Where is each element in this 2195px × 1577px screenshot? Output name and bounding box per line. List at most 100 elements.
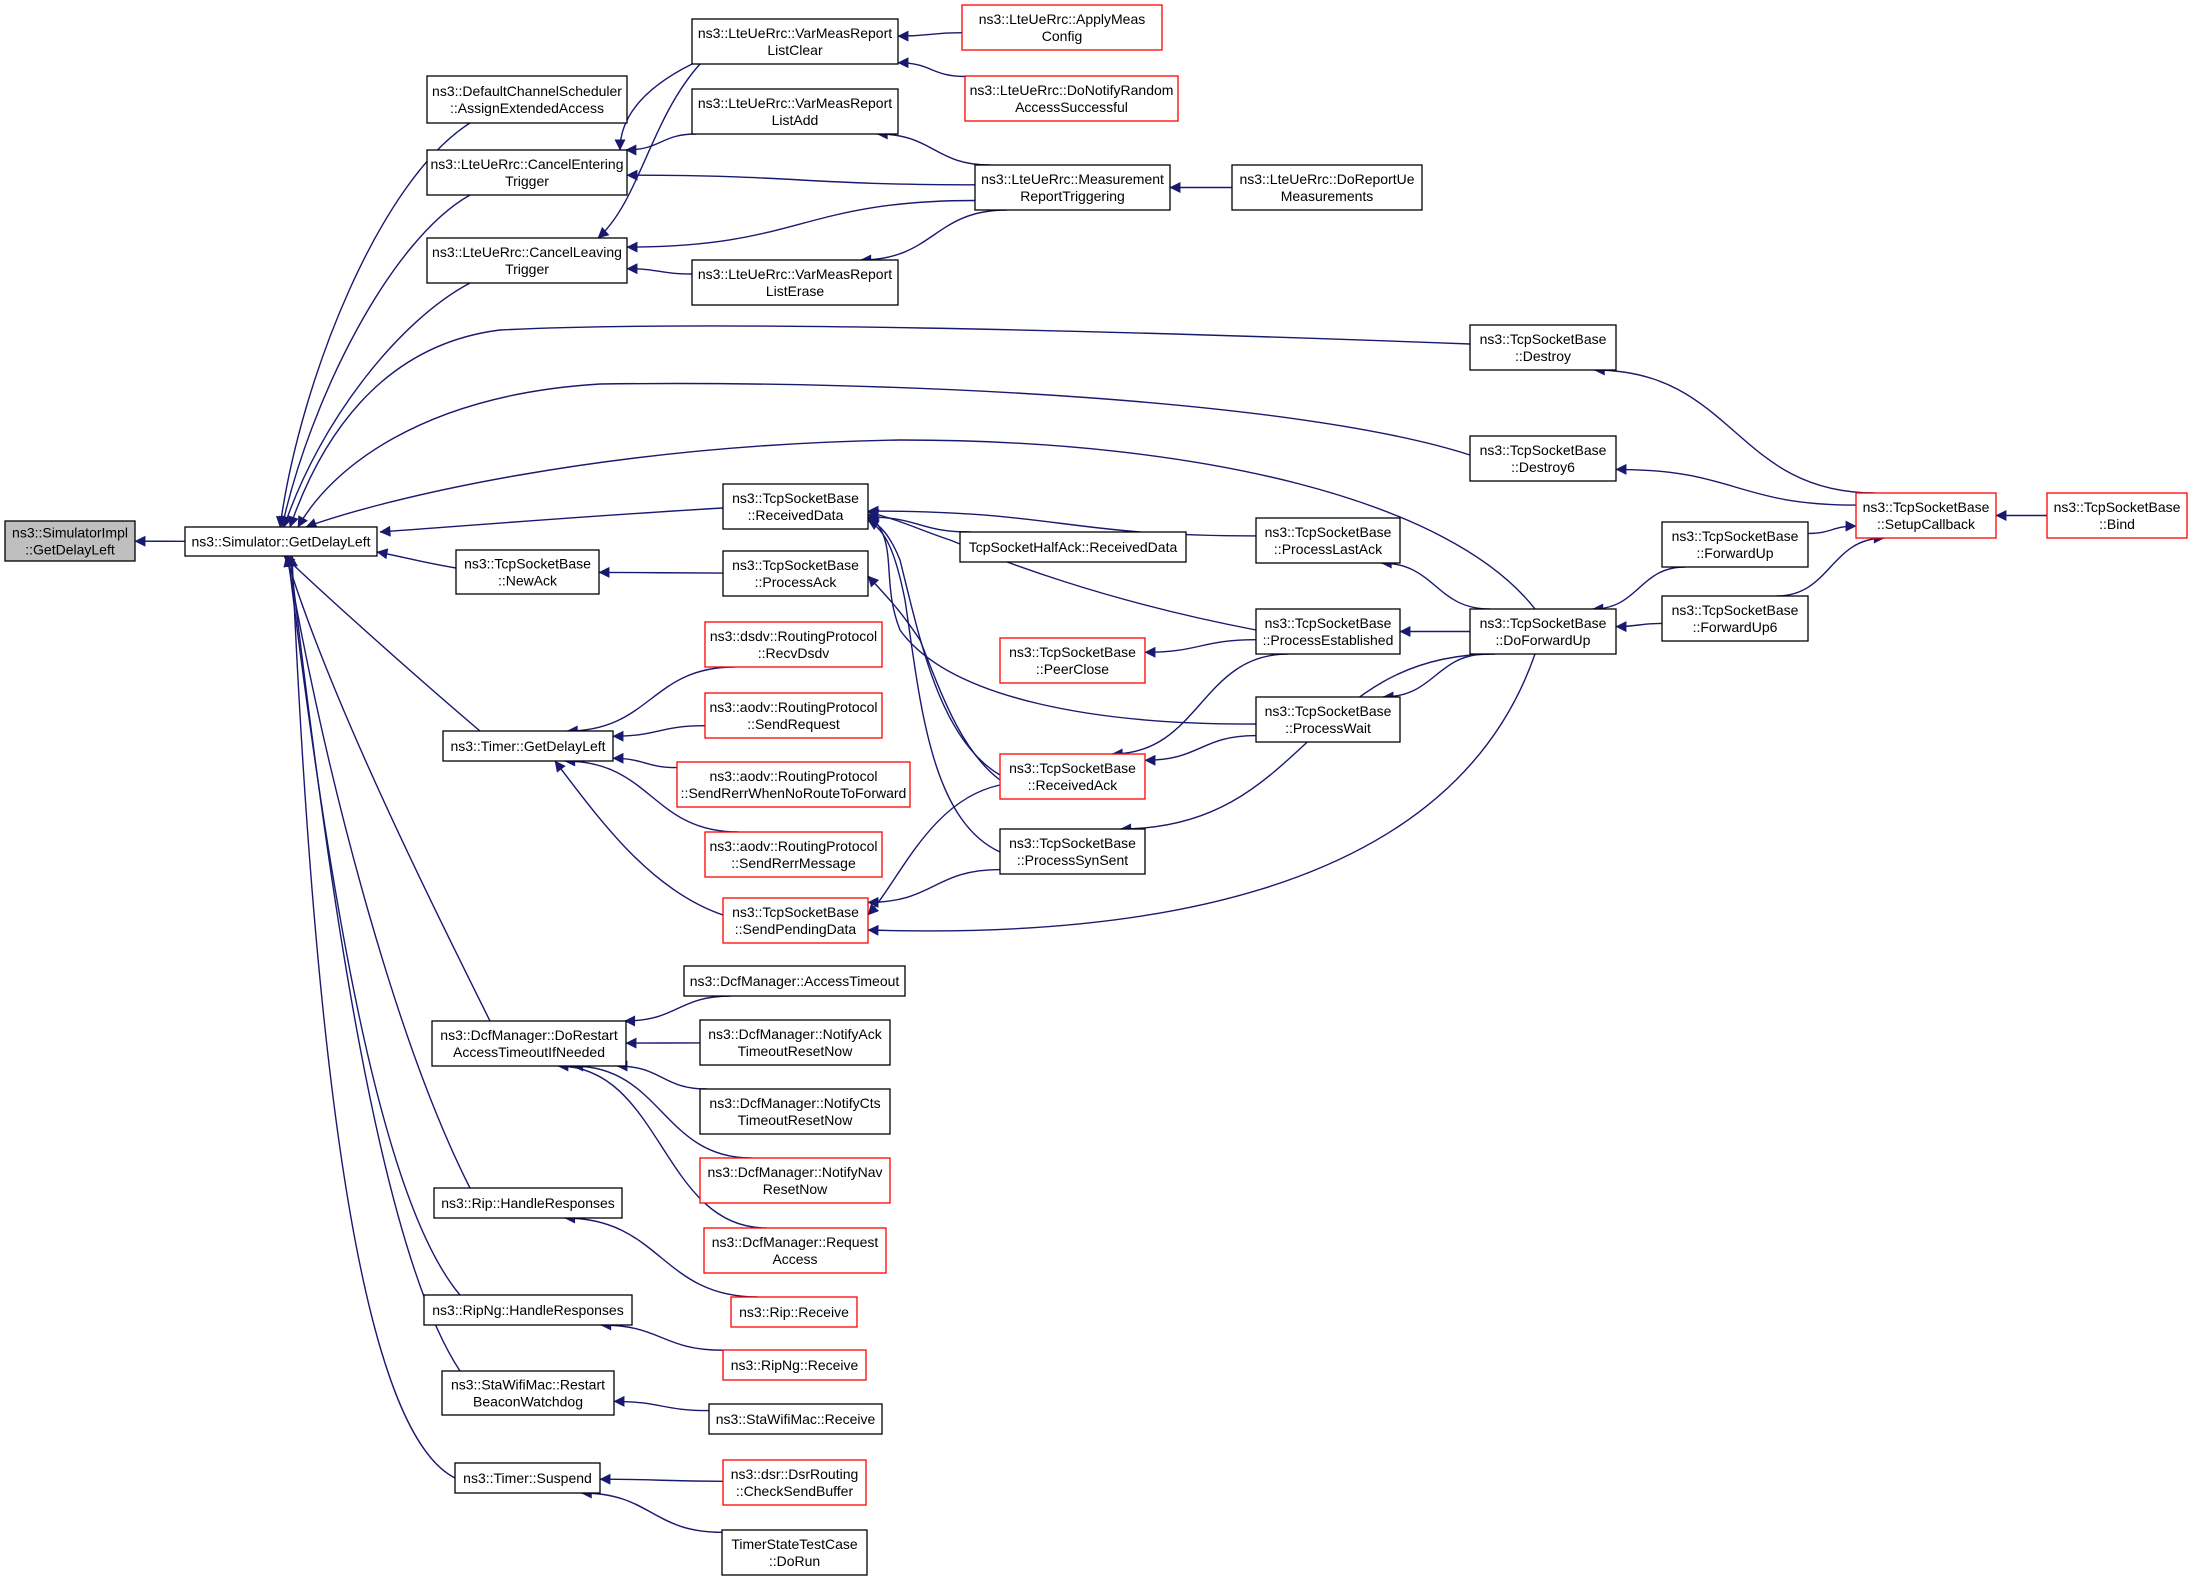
node-box[interactable]: [676, 761, 911, 808]
node-box[interactable]: [1231, 164, 1423, 211]
node-box[interactable]: [999, 637, 1146, 684]
node-box[interactable]: [704, 621, 883, 668]
node-dcfat[interactable]: ns3::DcfManager::AccessTimeout: [683, 965, 906, 997]
node-box[interactable]: [961, 4, 1163, 51]
node-box[interactable]: [433, 1187, 623, 1219]
node-recvdata[interactable]: ns3::TcpSocketBase::ReceivedData: [722, 483, 869, 530]
node-box[interactable]: [426, 75, 628, 124]
node-root[interactable]: ns3::SimulatorImpl::GetDelayLeft: [4, 520, 136, 562]
node-box[interactable]: [683, 965, 906, 997]
node-box[interactable]: [441, 1370, 615, 1416]
node-box[interactable]: [1661, 521, 1809, 568]
node-box[interactable]: [722, 483, 869, 530]
node-mrt[interactable]: ns3::LteUeRrc::MeasurementReportTriggeri…: [974, 164, 1171, 211]
node-psynsent[interactable]: ns3::TcpSocketBase::ProcessSynSent: [999, 828, 1146, 875]
node-dsdv[interactable]: ns3::dsdv::RoutingProtocol::RecvDsdv: [704, 621, 883, 668]
node-box[interactable]: [2046, 492, 2188, 539]
node-plastack[interactable]: ns3::TcpSocketBase::ProcessLastAck: [1255, 517, 1401, 564]
node-ripngrecv[interactable]: ns3::RipNg::Receive: [722, 1349, 867, 1381]
node-box[interactable]: [426, 237, 628, 284]
node-tsusp[interactable]: ns3::Timer::Suspend: [454, 1462, 601, 1494]
node-aodvrerrm[interactable]: ns3::aodv::RoutingProtocol::SendRerrMess…: [704, 831, 883, 878]
node-box[interactable]: [722, 1349, 867, 1381]
node-starecv[interactable]: ns3::StaWifiMac::Receive: [708, 1403, 883, 1435]
node-box[interactable]: [703, 1227, 887, 1274]
node-dcfdr[interactable]: ns3::DcfManager::DoRestartAccessTimeoutI…: [431, 1020, 627, 1067]
node-peerclose[interactable]: ns3::TcpSocketBase::PeerClose: [999, 637, 1146, 684]
node-dcfack[interactable]: ns3::DcfManager::NotifyAckTimeoutResetNo…: [699, 1019, 891, 1066]
node-box[interactable]: [423, 1294, 633, 1326]
node-box[interactable]: [721, 1529, 868, 1576]
node-box[interactable]: [4, 520, 136, 562]
node-fwdup6[interactable]: ns3::TcpSocketBase::ForwardUp6: [1661, 595, 1809, 642]
node-dcfcts[interactable]: ns3::DcfManager::NotifyCtsTimeoutResetNo…: [699, 1088, 891, 1135]
node-box[interactable]: [999, 828, 1146, 875]
node-box[interactable]: [730, 1296, 858, 1328]
node-aodvrerr[interactable]: ns3::aodv::RoutingProtocol::SendRerrWhen…: [676, 761, 911, 808]
node-sim[interactable]: ns3::Simulator::GetDelayLeft: [184, 526, 378, 557]
node-box[interactable]: [184, 526, 378, 557]
node-tstc[interactable]: TimerStateTestCase::DoRun: [721, 1529, 868, 1576]
node-dsr[interactable]: ns3::dsr::DsrRouting::CheckSendBuffer: [722, 1459, 867, 1506]
node-box[interactable]: [964, 75, 1179, 122]
node-dnras[interactable]: ns3::LteUeRrc::DoNotifyRandomAccessSucce…: [964, 75, 1179, 122]
node-halfack[interactable]: TcpSocketHalfAck::ReceivedData: [959, 531, 1187, 563]
node-aodvsr[interactable]: ns3::aodv::RoutingProtocol::SendRequest: [704, 692, 883, 739]
node-box[interactable]: [442, 730, 614, 762]
node-dofwdup[interactable]: ns3::TcpSocketBase::DoForwardUp: [1469, 608, 1617, 655]
node-box[interactable]: [1469, 435, 1617, 482]
node-box[interactable]: [1469, 608, 1617, 655]
node-box[interactable]: [708, 1403, 883, 1435]
node-pwait[interactable]: ns3::TcpSocketBase::ProcessWait: [1255, 696, 1401, 743]
node-box[interactable]: [455, 549, 600, 595]
node-box[interactable]: [1661, 595, 1809, 642]
node-box[interactable]: [454, 1462, 601, 1494]
node-box[interactable]: [722, 1459, 867, 1506]
node-box[interactable]: [704, 692, 883, 739]
node-box[interactable]: [699, 1019, 891, 1066]
node-sendpd[interactable]: ns3::TcpSocketBase::SendPendingData: [722, 897, 869, 944]
node-box[interactable]: [722, 550, 869, 597]
node-box[interactable]: [1855, 492, 1997, 539]
node-box[interactable]: [431, 1020, 627, 1067]
node-box[interactable]: [1255, 696, 1401, 743]
node-setupcb[interactable]: ns3::TcpSocketBase::SetupCallback: [1855, 492, 1997, 539]
node-box[interactable]: [691, 88, 899, 135]
node-destroy6[interactable]: ns3::TcpSocketBase::Destroy6: [1469, 435, 1617, 482]
node-riprecv[interactable]: ns3::Rip::Receive: [730, 1296, 858, 1328]
node-box[interactable]: [722, 897, 869, 944]
node-box[interactable]: [1255, 517, 1401, 564]
node-riphr[interactable]: ns3::Rip::HandleResponses: [433, 1187, 623, 1219]
node-box[interactable]: [999, 753, 1146, 800]
node-bind[interactable]: ns3::TcpSocketBase::Bind: [2046, 492, 2188, 539]
node-box[interactable]: [426, 149, 628, 196]
node-recvack[interactable]: ns3::TcpSocketBase::ReceivedAck: [999, 753, 1146, 800]
node-tgdl[interactable]: ns3::Timer::GetDelayLeft: [442, 730, 614, 762]
node-newack[interactable]: ns3::TcpSocketBase::NewAck: [455, 549, 600, 595]
node-procack[interactable]: ns3::TcpSocketBase::ProcessAck: [722, 550, 869, 597]
node-dcs[interactable]: ns3::DefaultChannelScheduler::AssignExte…: [426, 75, 628, 124]
node-box[interactable]: [1469, 324, 1617, 371]
node-box[interactable]: [699, 1157, 891, 1204]
node-box[interactable]: [691, 259, 899, 306]
node-fwdup[interactable]: ns3::TcpSocketBase::ForwardUp: [1661, 521, 1809, 568]
node-ripnghr[interactable]: ns3::RipNg::HandleResponses: [423, 1294, 633, 1326]
node-destroy[interactable]: ns3::TcpSocketBase::Destroy: [1469, 324, 1617, 371]
node-box[interactable]: [1255, 608, 1401, 655]
node-box[interactable]: [699, 1088, 891, 1135]
node-box[interactable]: [974, 164, 1171, 211]
node-pest[interactable]: ns3::TcpSocketBase::ProcessEstablished: [1255, 608, 1401, 655]
node-box[interactable]: [959, 531, 1187, 563]
node-box[interactable]: [691, 18, 899, 65]
node-box[interactable]: [704, 831, 883, 878]
